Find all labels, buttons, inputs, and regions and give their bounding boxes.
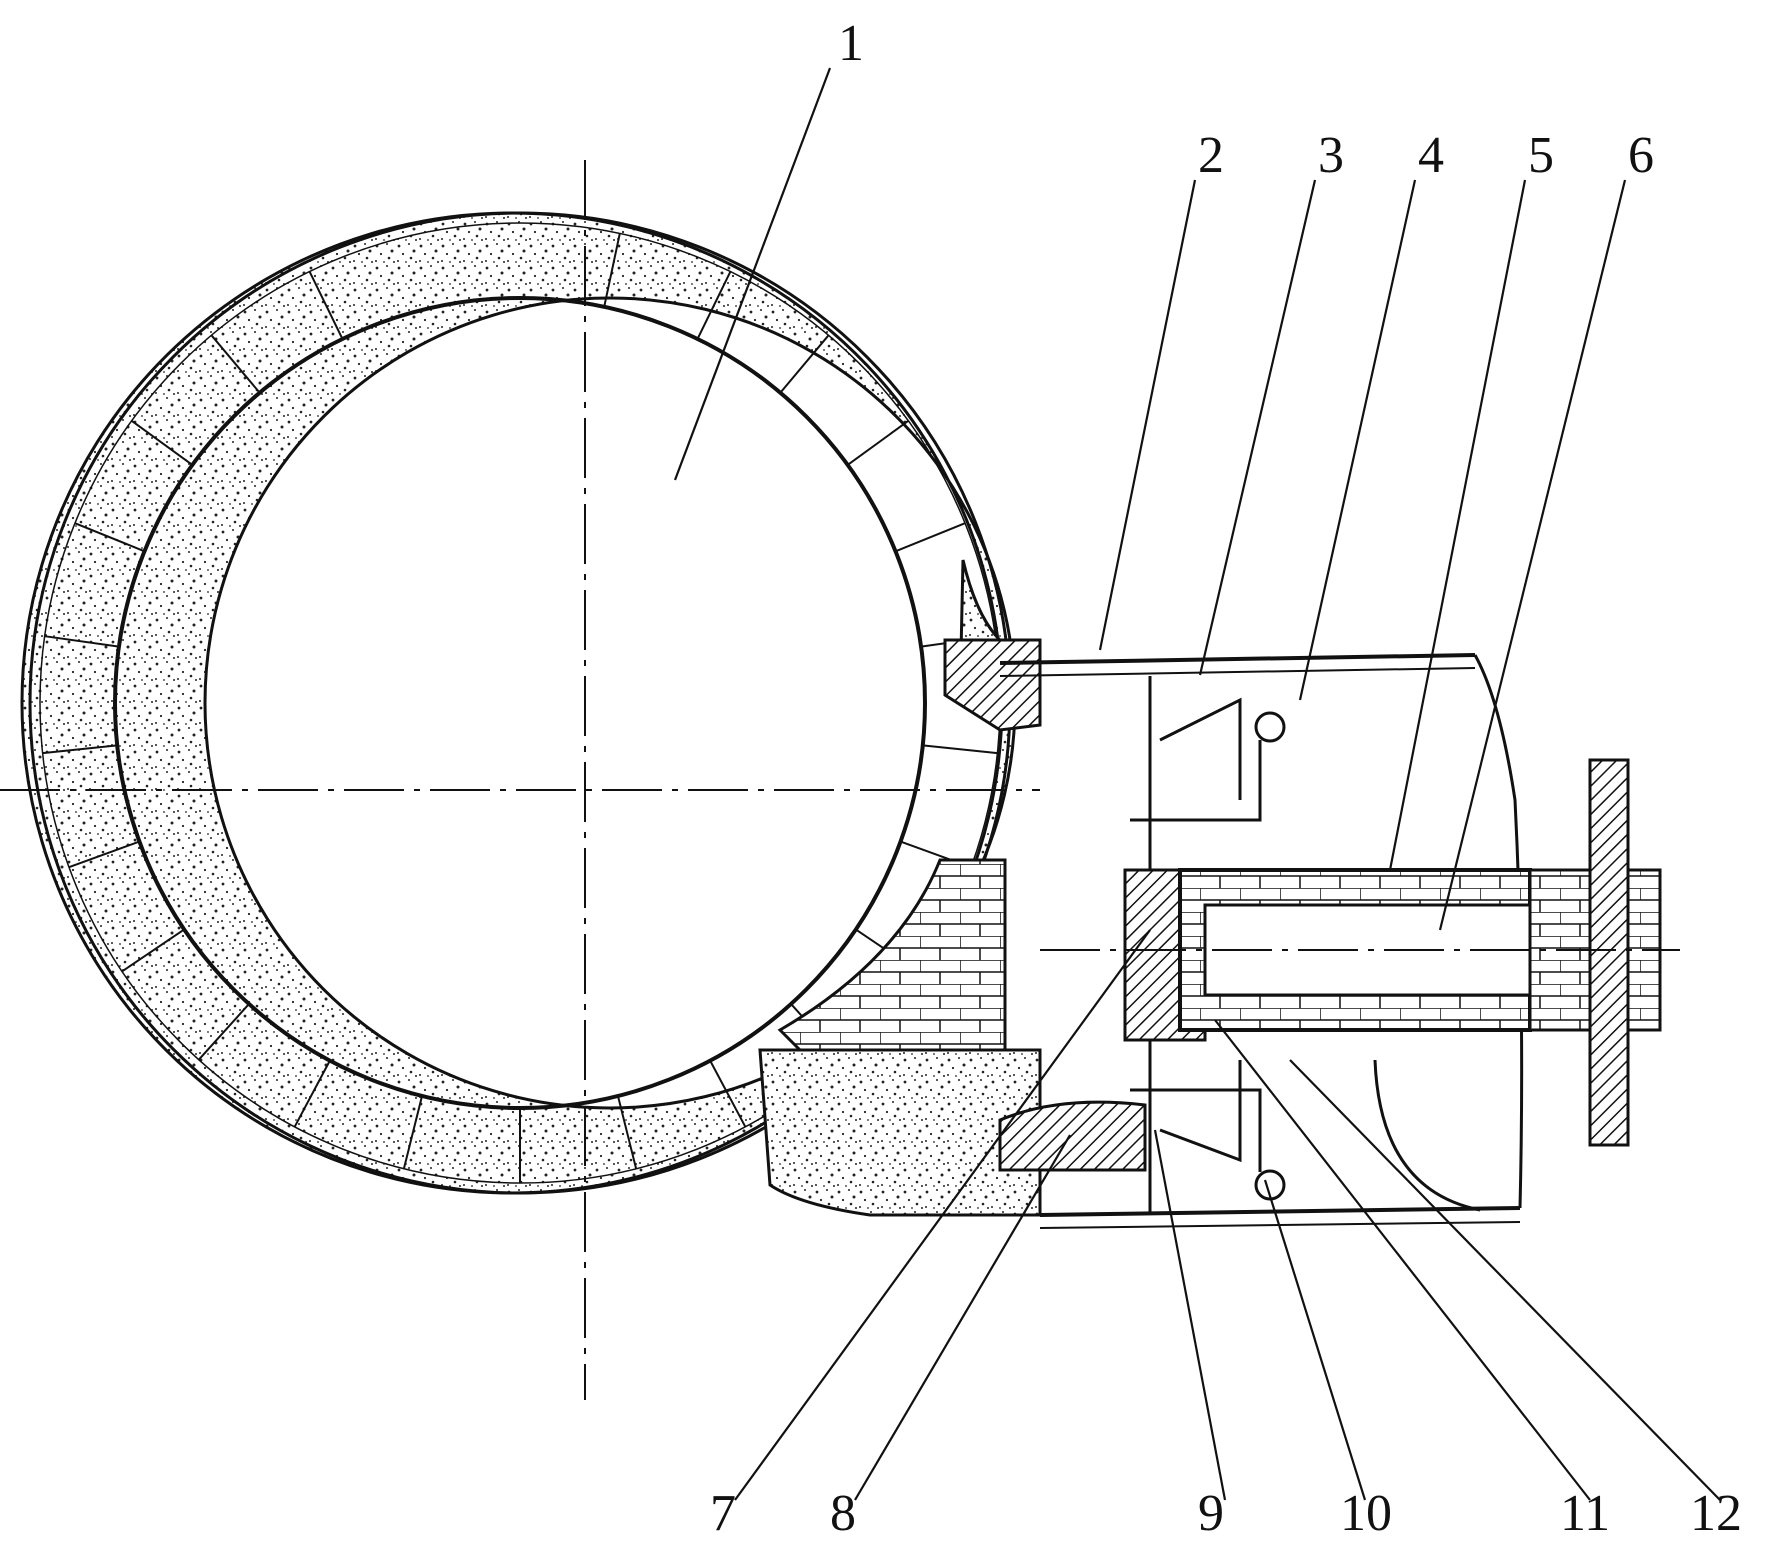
callout-2: 2 [1198, 127, 1224, 184]
leader-line [1215, 1020, 1590, 1500]
callout-10: 10 [1340, 1485, 1392, 1542]
central-tube [1125, 760, 1660, 1210]
ring-block-joint [923, 745, 998, 753]
leader-line [1290, 1060, 1720, 1500]
ring-block-joint [848, 421, 909, 465]
callout-labels: 1 2 3 4 5 6 7 8 9 10 11 12 [710, 15, 1742, 1542]
callout-4: 4 [1418, 127, 1444, 184]
leader-line [1100, 180, 1195, 650]
callout-11: 11 [1560, 1485, 1610, 1542]
callout-3: 3 [1318, 127, 1344, 184]
leader-line [1155, 1130, 1225, 1500]
leader-line [1200, 180, 1315, 675]
callout-5: 5 [1528, 127, 1554, 184]
callout-6: 6 [1628, 127, 1654, 184]
ring-block-joint [896, 523, 966, 551]
callout-9: 9 [1198, 1485, 1224, 1542]
callout-8: 8 [830, 1485, 856, 1542]
leader-line [1300, 180, 1415, 700]
leader-line [1265, 1180, 1365, 1500]
callout-1: 1 [838, 15, 864, 72]
callout-12: 12 [1690, 1485, 1742, 1542]
neck-region [760, 560, 1145, 1215]
leader-lines [675, 68, 1720, 1500]
callout-7: 7 [710, 1485, 736, 1542]
leader-line [1390, 180, 1525, 870]
